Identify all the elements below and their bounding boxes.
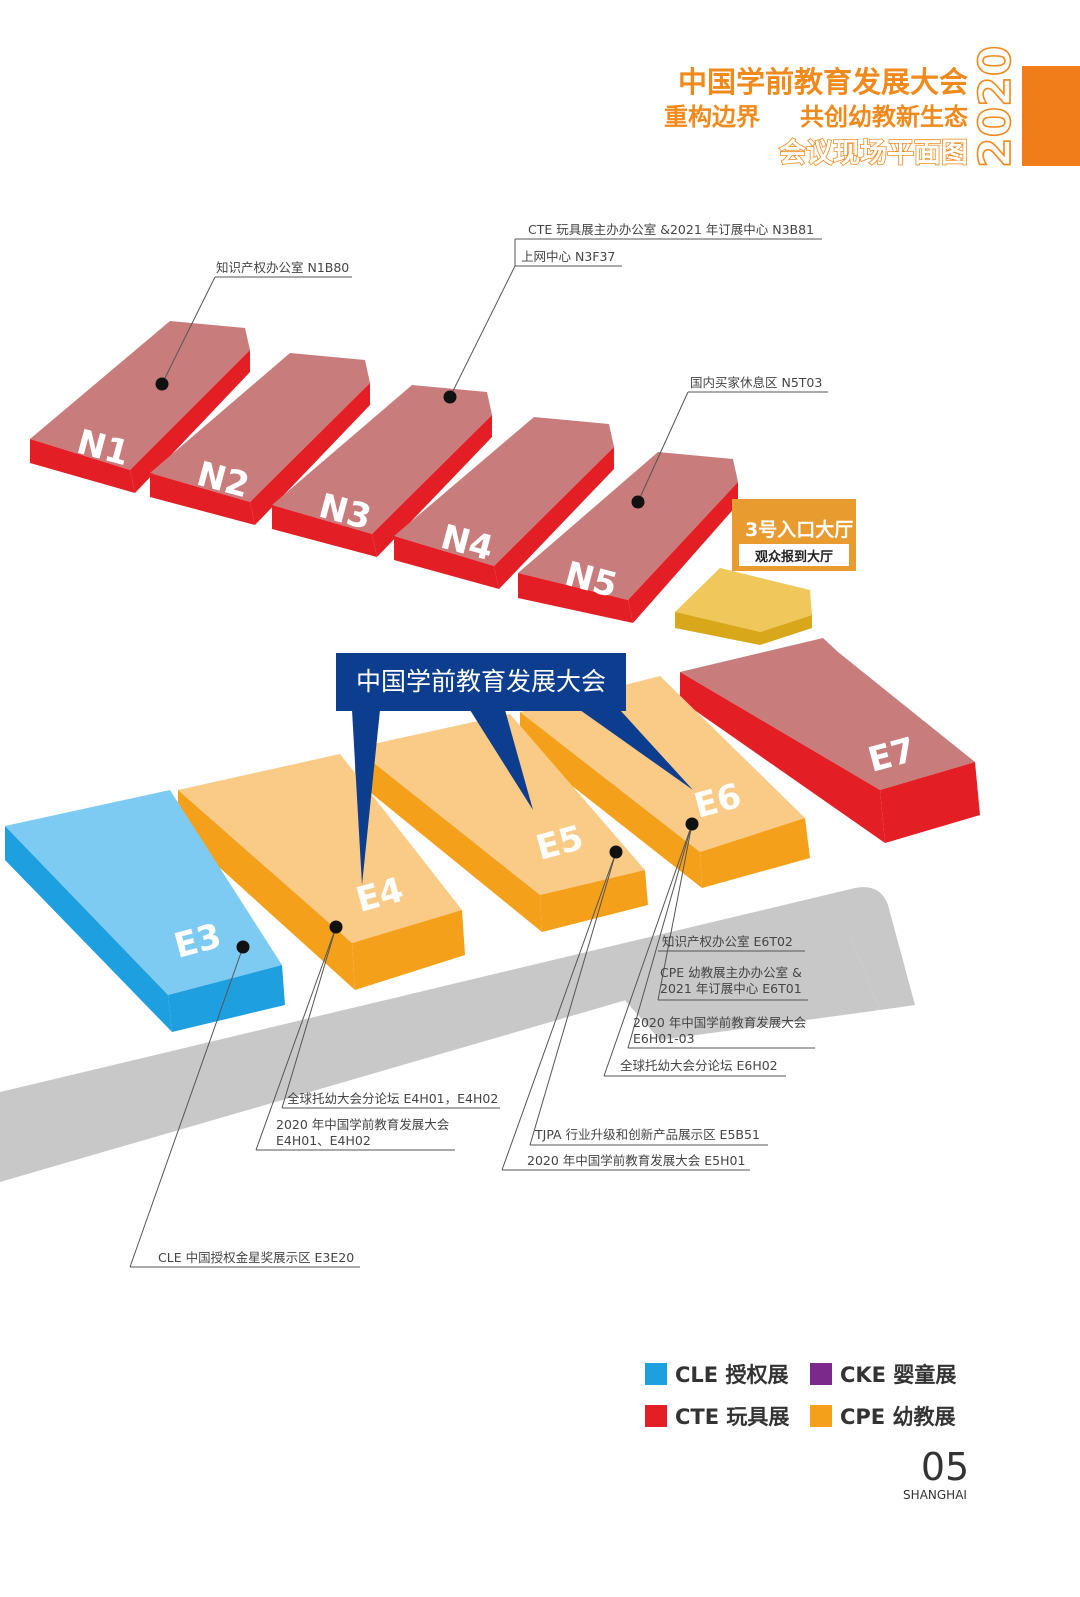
label-e6-cpe-office-2: 2021 年订展中心 E6T01 (660, 981, 802, 996)
north-halls: N1 N2 N3 N4 N5 (30, 321, 738, 623)
conference-banner: 中国学前教育发展大会 (336, 653, 693, 885)
marker-n1[interactable] (155, 377, 169, 391)
hall-e5[interactable]: E5 (355, 714, 648, 932)
entrance-subtitle: 观众报到大厅 (755, 549, 833, 565)
hall-e4[interactable]: E4 (178, 754, 465, 990)
marker-e3[interactable] (236, 940, 250, 954)
hall-e7[interactable]: E7 (680, 638, 980, 843)
hall-n3[interactable]: N3 (272, 385, 492, 557)
legend-label-cke: CKE 婴童展 (840, 1363, 956, 1387)
slogan-part2: 共创幼教新生态 (800, 103, 968, 131)
label-e6-ip-office: 知识产权办公室 E6T02 (662, 934, 793, 949)
header-accent-bar (1022, 66, 1080, 166)
hall-n4[interactable]: N4 (394, 417, 614, 589)
conference-banner-text: 中国学前教育发展大会 (356, 667, 606, 696)
legend: CLE 授权展 CKE 婴童展 CTE 玩具展 CPE 幼教展 (645, 1363, 956, 1429)
city-name: SHANGHAI (903, 1488, 967, 1502)
label-e4-conf-2: E4H01、E4H02 (276, 1133, 371, 1148)
label-e6-forum: 全球托幼大会分论坛 E6H02 (620, 1058, 778, 1073)
header: 中国学前教育发展大会 重构边界 共创幼教新生态 会议现场平面图 2020 (664, 45, 1080, 170)
label-e6-cpe-office-1: CPE 幼教展主办办公室 & (660, 965, 802, 980)
label-e3-cle: CLE 中国授权金星奖展示区 E3E20 (158, 1250, 354, 1265)
marker-e6[interactable] (685, 817, 699, 831)
label-e6-conf-1: 2020 年中国学前教育发展大会 (633, 1015, 807, 1030)
callout-labels: 知识产权办公室 N1B80 CTE 玩具展主办办公室 &2021 年订展中心 N… (158, 222, 822, 1265)
entrance-hall[interactable]: 3号入口大厅 观众报到大厅 (675, 499, 856, 645)
legend-swatch-cke (810, 1363, 832, 1385)
map-subtitle: 会议现场平面图 (779, 138, 968, 169)
footer: 05 SHANGHAI (903, 1445, 969, 1502)
label-n3-cte-office: CTE 玩具展主办办公室 &2021 年订展中心 N3B81 (528, 222, 814, 237)
callouts (129, 238, 828, 1268)
label-e4-conf-1: 2020 年中国学前教育发展大会 (276, 1117, 450, 1132)
page-number: 05 (921, 1445, 969, 1489)
entrance-title: 3号入口大厅 (745, 518, 853, 541)
label-e5-conf: 2020 年中国学前教育发展大会 E5H01 (527, 1153, 745, 1168)
legend-swatch-cle (645, 1363, 667, 1385)
hall-n5[interactable]: N5 (518, 452, 738, 623)
legend-swatch-cte (645, 1405, 667, 1427)
legend-swatch-cpe (810, 1405, 832, 1427)
marker-e5[interactable] (609, 845, 623, 859)
legend-label-cpe: CPE 幼教展 (840, 1405, 955, 1429)
label-e5-tjpa: TJPA 行业升级和创新产品展示区 E5B51 (534, 1127, 760, 1142)
marker-e4[interactable] (329, 920, 343, 934)
marker-n3[interactable] (443, 390, 457, 404)
slogan-part1: 重构边界 (664, 103, 760, 131)
label-e4-forum: 全球托幼大会分论坛 E4H01，E4H02 (287, 1091, 498, 1106)
hall-n1[interactable]: N1 (30, 321, 250, 493)
hall-e3[interactable]: E3 (5, 790, 285, 1032)
marker-n5[interactable] (631, 495, 645, 509)
hall-n2[interactable]: N2 (150, 353, 370, 525)
callout-dots (155, 377, 699, 954)
legend-label-cte: CTE 玩具展 (675, 1405, 789, 1429)
event-year: 2020 (970, 46, 1021, 168)
legend-label-cle: CLE 授权展 (675, 1363, 788, 1387)
label-n3-internet: 上网中心 N3F37 (521, 249, 615, 264)
event-title: 中国学前教育发展大会 (678, 65, 968, 99)
label-n5-buyer-lounge: 国内买家休息区 N5T03 (690, 375, 822, 390)
label-n1-ip-office: 知识产权办公室 N1B80 (216, 260, 349, 275)
label-e6-conf-2: E6H01-03 (633, 1031, 695, 1046)
